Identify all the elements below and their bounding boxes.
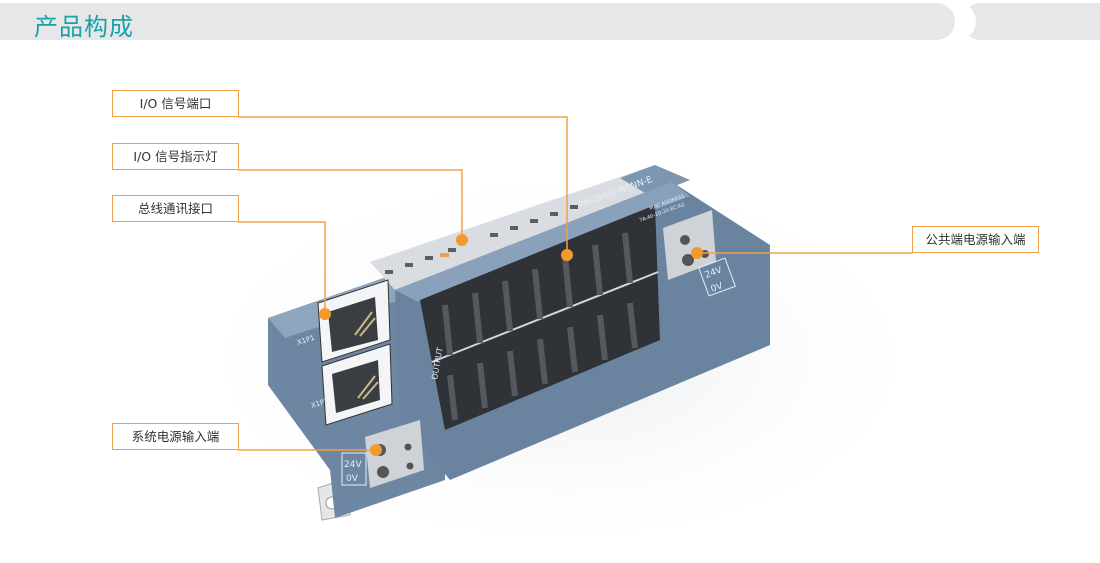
led-lit [440, 253, 449, 257]
bus-port-dot [319, 308, 331, 320]
io-port-dot [561, 249, 573, 261]
bus-port-line [238, 221, 326, 314]
left-0v-label: 0V [346, 474, 359, 484]
header-bar-end [956, 3, 1100, 40]
top-cap [620, 165, 690, 196]
page-title: 产品构成 [34, 13, 134, 41]
right-power-terminal [663, 210, 736, 297]
callout-bus-interface: 总线通讯接口 [112, 195, 239, 222]
left-power-terminal [341, 420, 424, 488]
callout-system-power: 系统电源输入端 [112, 423, 239, 450]
callout-io-signal-port: I/O 信号端口 [112, 90, 239, 117]
callout-lines [238, 116, 912, 451]
callout-dots [319, 234, 703, 456]
right-0v-label: 0V [710, 281, 725, 295]
io-led-dot [456, 234, 468, 246]
leds [385, 205, 578, 274]
system-power-dot [370, 444, 382, 456]
left-24v-label: 24V [344, 460, 362, 470]
connector-divider [431, 271, 659, 363]
io-port-line [238, 116, 568, 255]
led-strip [370, 165, 690, 290]
connector-slots [442, 232, 638, 421]
io-led-line [238, 169, 463, 240]
ethernet-ports [317, 279, 393, 426]
common-power-dot [691, 247, 703, 259]
right-module-top [395, 182, 690, 302]
callout-common-power: 公共端电源输入端 [912, 226, 1039, 253]
header-bar [0, 3, 955, 40]
io-module: PN-0H00-N0NN-E MAC ADDRESS 7A-A0-10-20-E… [268, 165, 770, 521]
callout-io-indicator: I/O 信号指示灯 [112, 143, 239, 170]
